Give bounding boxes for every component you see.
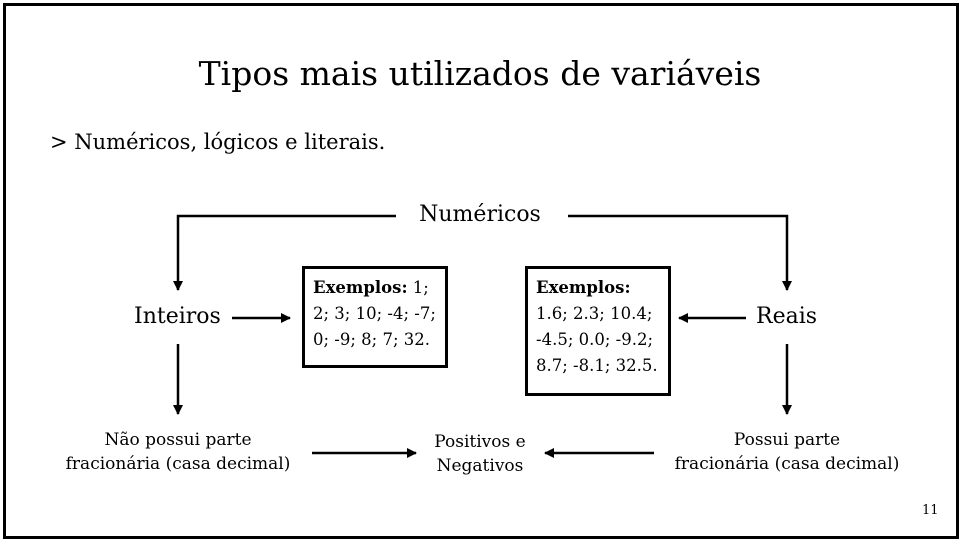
examples-line-3: 8.7; -8.1; 32.5. bbox=[536, 356, 658, 375]
examples-box-inteiros: Exemplos: 1; 2; 3; 10; -4; -7; 0; -9; 8;… bbox=[302, 266, 448, 368]
examples-line-2: -4.5; 0.0; -9.2; bbox=[536, 330, 654, 349]
desc-line-2: fracionária (casa decimal) bbox=[674, 454, 900, 474]
slide-title: Tipos mais utilizados de variáveis bbox=[198, 54, 762, 93]
examples-box-reais: Exemplos: 1.6; 2.3; 10.4; -4.5; 0.0; -9.… bbox=[525, 266, 671, 396]
node-reais: Reais bbox=[756, 304, 818, 329]
examples-line-3: 0; -9; 8; 7; 32. bbox=[313, 330, 431, 349]
node-numericos: Numéricos bbox=[419, 202, 541, 227]
examples-label: Exemplos: bbox=[536, 278, 631, 297]
examples-line-2: 2; 3; 10; -4; -7; bbox=[313, 304, 436, 323]
arrow-root-to-inteiros bbox=[173, 214, 396, 291]
node-inteiros: Inteiros bbox=[134, 304, 221, 329]
examples-label: Exemplos: bbox=[313, 278, 408, 297]
desc-line-1: Possui parte bbox=[733, 430, 841, 450]
center-positivos-negativos: Positivos e Negativos bbox=[420, 430, 540, 478]
slide-subtitle: > Numéricos, lógicos e literais. bbox=[50, 130, 386, 154]
center-line-1: Positivos e bbox=[434, 432, 526, 452]
center-line-2: Negativos bbox=[436, 456, 524, 476]
desc-inteiros: Não possui parte fracionária (casa decim… bbox=[48, 428, 308, 476]
desc-line-2: fracionária (casa decimal) bbox=[65, 454, 291, 474]
examples-value: 1; bbox=[407, 278, 429, 297]
page-number: 11 bbox=[922, 503, 939, 518]
examples-line-1: 1.6; 2.3; 10.4; bbox=[536, 304, 653, 323]
desc-reais: Possui parte fracionária (casa decimal) bbox=[656, 428, 918, 476]
examples-line-1: Exemplos: 1; bbox=[313, 275, 437, 301]
slide-frame bbox=[3, 3, 959, 539]
arrow-root-to-reais bbox=[568, 214, 792, 291]
desc-line-1: Não possui parte bbox=[104, 430, 252, 450]
